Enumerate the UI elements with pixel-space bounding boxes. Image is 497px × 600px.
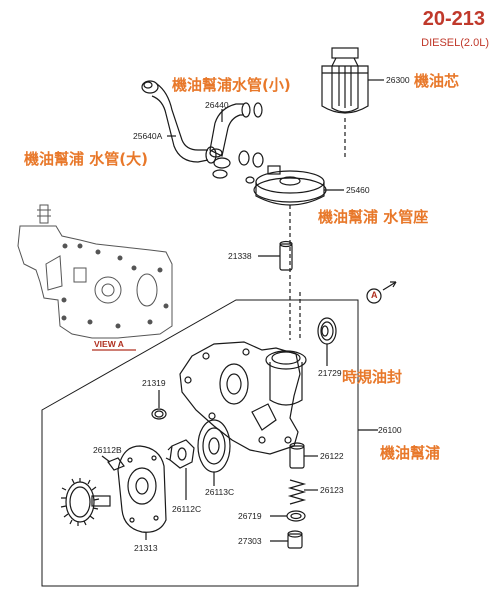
page-number: 20-213 bbox=[422, 8, 485, 30]
inner-rotor-part bbox=[165, 439, 195, 469]
retainer-part bbox=[286, 510, 306, 522]
part-number-21338: 21338 bbox=[228, 251, 252, 261]
view-a-marker: A bbox=[371, 290, 378, 300]
part-number-26113C: 26113C bbox=[205, 487, 235, 497]
relief-spring-part bbox=[287, 479, 307, 505]
part-number-21319: 21319 bbox=[142, 378, 166, 388]
engine-label: DIESEL(2.0L) bbox=[421, 37, 489, 49]
annotation-cooler-housing: 機油幫浦 水管座 bbox=[318, 208, 429, 226]
annotation-hose-small: 機油幫浦水管(小) bbox=[172, 76, 291, 94]
part-number-26440: 26440 bbox=[205, 100, 229, 110]
annotation-hose-large: 機油幫浦 水管(大) bbox=[24, 150, 148, 168]
part-number-26719: 26719 bbox=[238, 511, 262, 521]
hose-small-part bbox=[209, 102, 263, 179]
bushing-part bbox=[279, 240, 293, 271]
part-number-21313: 21313 bbox=[134, 543, 158, 553]
oil-seal-part bbox=[317, 317, 337, 345]
part-number-26112B: 26112B bbox=[93, 445, 122, 455]
cooler-housing-part bbox=[245, 165, 327, 206]
part-number-26112C: 26112C bbox=[172, 504, 202, 514]
part-number-26122: 26122 bbox=[320, 451, 344, 461]
ring-21319-part bbox=[151, 408, 167, 420]
plug-part bbox=[287, 530, 303, 549]
part-number-27303: 27303 bbox=[238, 536, 262, 546]
cover-part bbox=[117, 445, 167, 533]
part-number-21729: 21729 bbox=[318, 368, 342, 378]
annotation-oil-seal: 時規油封 bbox=[342, 368, 403, 386]
part-number-26300: 26300 bbox=[386, 75, 410, 85]
oil-filter-part bbox=[321, 47, 369, 114]
pump-body-part bbox=[179, 341, 307, 455]
view-a-inset bbox=[17, 204, 173, 339]
hose-large-part bbox=[141, 80, 217, 164]
view-a-label: VIEW A bbox=[94, 339, 124, 349]
sprocket-part bbox=[60, 478, 111, 526]
relief-plunger-part bbox=[289, 442, 305, 469]
annotation-pump-assembly: 機油幫浦 bbox=[380, 444, 441, 462]
part-number-26123: 26123 bbox=[320, 485, 344, 495]
outer-rotor-part bbox=[197, 419, 231, 473]
part-number-25460: 25460 bbox=[346, 185, 370, 195]
part-number-25640A: 25640A bbox=[133, 131, 163, 141]
part-number-26100: 26100 bbox=[378, 425, 402, 435]
annotation-oil-filter: 機油芯 bbox=[414, 72, 460, 90]
